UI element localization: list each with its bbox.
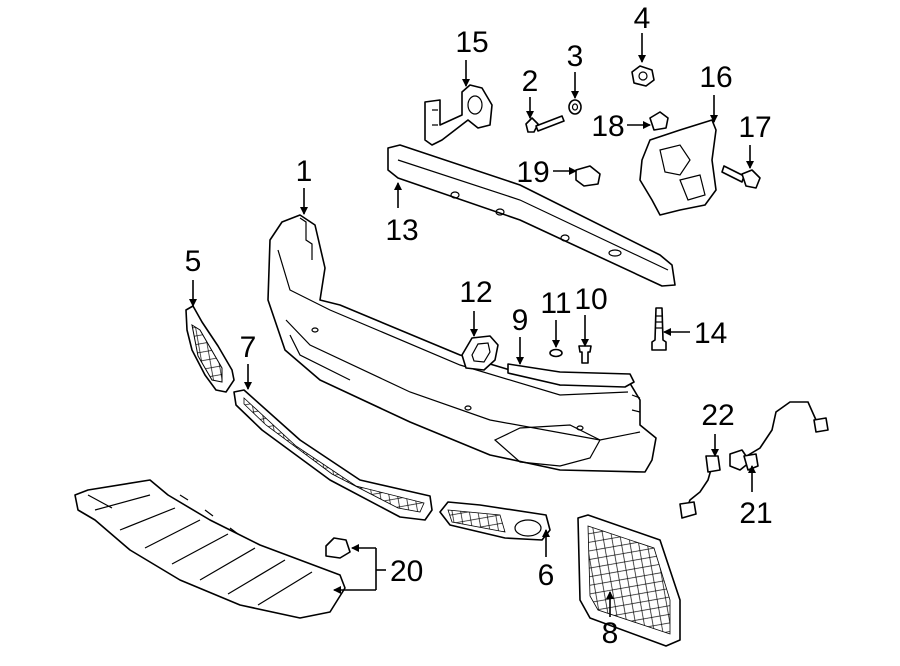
lower-grille-mesh	[233, 389, 433, 521]
stud-bolt	[651, 307, 667, 351]
callout-19: 19	[516, 156, 549, 189]
trim-strip	[507, 363, 635, 388]
callout-10: 10	[574, 283, 607, 316]
bumper-cover	[267, 214, 657, 473]
callout-15: 15	[455, 26, 488, 59]
hardware-plug-19	[575, 165, 601, 187]
callout-21: 21	[739, 497, 772, 530]
hardware-nut-4	[631, 65, 655, 87]
leader-arrows	[189, 33, 756, 617]
grille-plate	[577, 514, 681, 647]
callout-17: 17	[738, 111, 771, 144]
mounting-bracket	[424, 84, 493, 146]
lamp-bezel	[461, 335, 499, 371]
side-bracket	[639, 119, 717, 216]
callout-5: 5	[185, 245, 202, 278]
callout-8: 8	[602, 617, 619, 650]
callout-labels: 1 2 3 4 5 6 7 8 9 10 11 12 13 14 15 16 1…	[185, 2, 773, 650]
callout-2: 2	[522, 65, 539, 98]
callout-12: 12	[459, 276, 492, 309]
hardware-clip-18	[649, 111, 669, 131]
callout-18: 18	[591, 110, 624, 143]
callout-6: 6	[538, 559, 555, 592]
impact-bar	[387, 144, 676, 287]
hardware-bolt-17	[721, 165, 761, 189]
callout-9: 9	[512, 304, 529, 337]
callout-20: 20	[390, 555, 423, 588]
callout-1: 1	[296, 155, 313, 188]
fog-lamp-grille	[439, 501, 551, 541]
small-fasteners	[549, 345, 592, 364]
side-grille-left	[185, 305, 235, 393]
hardware-bolt-2	[525, 115, 565, 133]
splash-shield	[74, 479, 351, 619]
callout-11: 11	[540, 287, 571, 320]
callout-7: 7	[240, 331, 257, 364]
callout-14: 14	[694, 317, 727, 350]
callout-4: 4	[634, 2, 651, 35]
hardware-washer-3	[568, 99, 582, 115]
callout-16: 16	[699, 61, 732, 94]
wiring-harness	[729, 401, 829, 471]
sensor-wire	[679, 455, 721, 519]
callout-3: 3	[567, 40, 584, 73]
callout-13: 13	[385, 214, 418, 247]
callout-22: 22	[701, 399, 734, 432]
